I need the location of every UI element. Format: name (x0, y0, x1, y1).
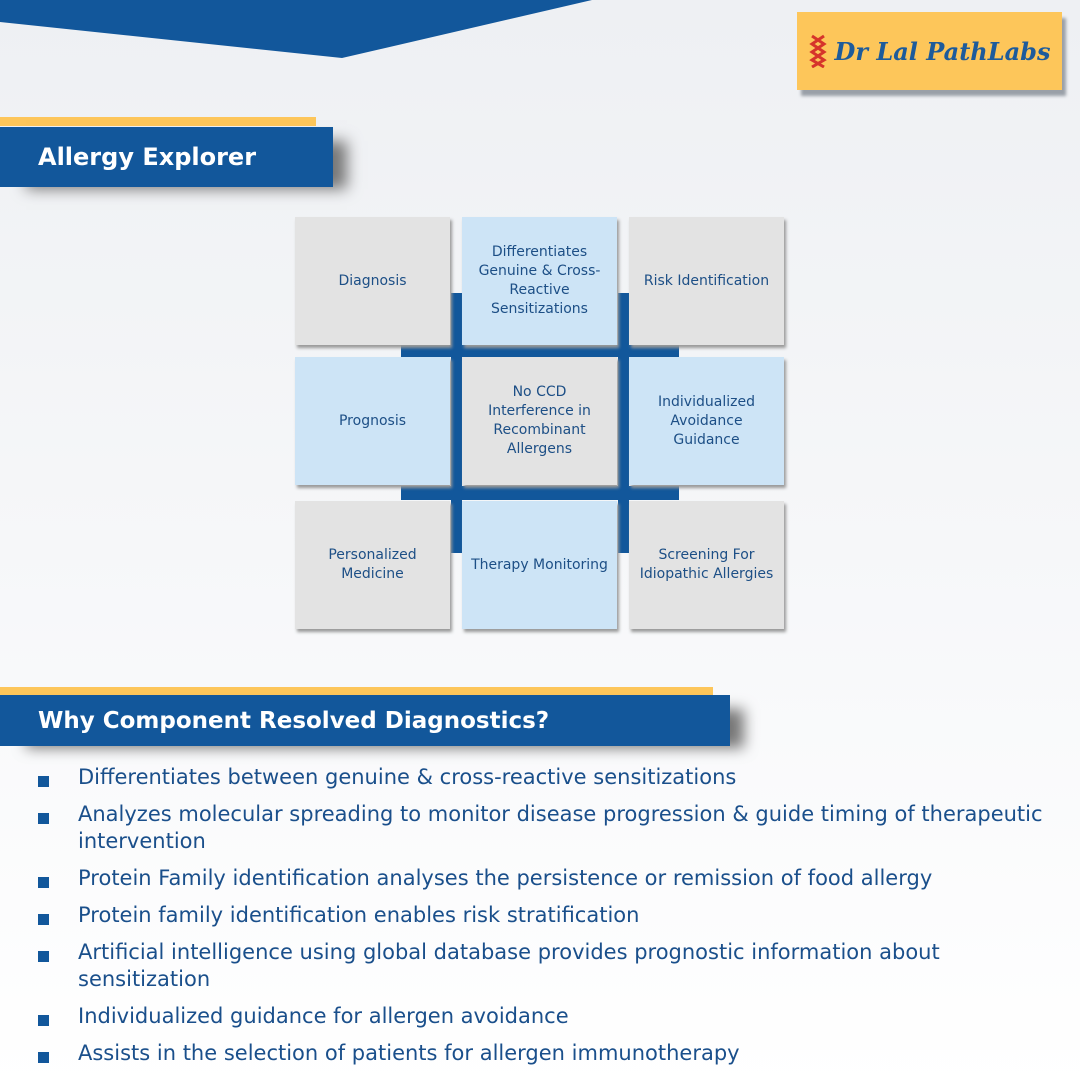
grid-cell: Differentiates Genuine & Cross-Reactive … (462, 217, 617, 345)
list-item: Artificial intelligence using global dat… (38, 939, 1048, 993)
grid-connector (401, 345, 679, 357)
grid-cell: Therapy Monitoring (462, 501, 617, 629)
grid-cell: Risk Identification (629, 217, 784, 345)
grid-connector (401, 486, 679, 500)
logo-text: Dr Lal PathLabs (834, 36, 1051, 66)
grid-cell: Individualized Avoidance Guidance (629, 357, 784, 485)
list-item-text: Analyzes molecular spreading to monitor … (78, 802, 1043, 853)
logo: Dr Lal PathLabs (797, 12, 1062, 90)
list-item-text: Assists in the selection of patients for… (78, 1041, 740, 1065)
grid-cell: No CCD Interference in Recombinant Aller… (462, 357, 617, 485)
bullet-square-icon (38, 1052, 49, 1063)
list-item: Individualized guidance for allergen avo… (38, 1003, 1048, 1030)
list-item-text: Differentiates between genuine & cross-r… (78, 765, 737, 789)
bullet-square-icon (38, 776, 49, 787)
grid-cell: Personalized Medicine (295, 501, 450, 629)
section-title-allergy-explorer: Allergy Explorer (0, 127, 333, 187)
grid-cell: Prognosis (295, 357, 450, 485)
list-item-text: Individualized guidance for allergen avo… (78, 1004, 569, 1028)
dna-icon (808, 34, 827, 68)
bullet-square-icon (38, 1015, 49, 1026)
list-item: Differentiates between genuine & cross-r… (38, 764, 1048, 791)
list-item: Analyzes molecular spreading to monitor … (38, 801, 1048, 855)
list-item: Protein family identification enables ri… (38, 902, 1048, 929)
list-item: Protein Family identification analyses t… (38, 865, 1048, 892)
grid-connector (618, 293, 629, 553)
list-item: Assists in the selection of patients for… (38, 1040, 1048, 1067)
list-item-text: Artificial intelligence using global dat… (78, 940, 940, 991)
benefit-list: Differentiates between genuine & cross-r… (38, 764, 1048, 1077)
section-title-why-crd: Why Component Resolved Diagnostics? (0, 695, 730, 746)
bullet-square-icon (38, 813, 49, 824)
bullet-square-icon (38, 877, 49, 888)
bullet-square-icon (38, 951, 49, 962)
grid-cell: Screening For Idiopathic Allergies (629, 501, 784, 629)
list-item-text: Protein family identification enables ri… (78, 903, 640, 927)
grid-cell: Diagnosis (295, 217, 450, 345)
grid-connector (451, 293, 462, 553)
bullet-square-icon (38, 914, 49, 925)
list-item-text: Protein Family identification analyses t… (78, 866, 933, 890)
top-banner (0, 0, 592, 58)
header-accent (0, 687, 713, 695)
header-accent (0, 117, 316, 126)
